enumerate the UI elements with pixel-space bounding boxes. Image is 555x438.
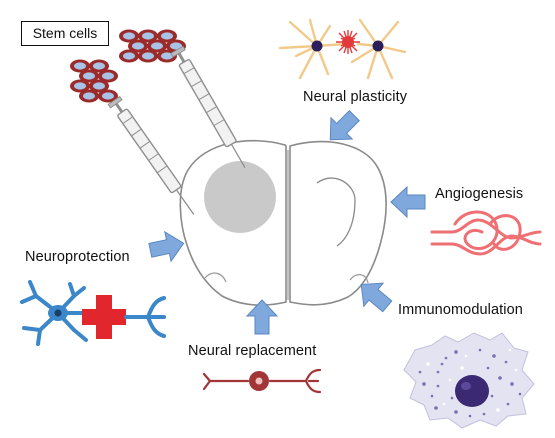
stem-cell-inner — [83, 92, 95, 100]
red-neuron — [202, 368, 322, 394]
neuroprotection-illustration — [20, 280, 166, 346]
macrophage-nucleus — [455, 375, 489, 407]
blue-neuron — [20, 280, 98, 346]
granule — [482, 412, 486, 416]
stem-cell-inner — [142, 52, 154, 60]
stem-cell-inner — [102, 92, 114, 100]
neural-plasticity-label: Neural plasticity — [303, 89, 408, 105]
stem-cells-label: Stem cells — [21, 21, 109, 46]
granule — [496, 408, 500, 412]
granule — [436, 384, 440, 388]
blue-neuron-nucleus — [54, 309, 62, 317]
stem-cell-inner — [74, 82, 86, 90]
stem-cell-inner — [170, 42, 182, 50]
syringe-right — [170, 45, 246, 168]
granule — [464, 354, 468, 358]
granule — [486, 366, 490, 370]
brain-section — [179, 139, 387, 306]
granule — [504, 360, 508, 364]
stem-cell-cluster-right — [119, 29, 186, 63]
arrow-neuroprotection — [148, 230, 185, 263]
granule — [426, 362, 430, 366]
arrow-neural-replacement — [245, 299, 279, 335]
stem-cell-inner — [161, 52, 173, 60]
neural-replacement-label: Neural replacement — [188, 343, 317, 359]
stem-cell-inner — [142, 32, 154, 40]
granule — [468, 414, 472, 418]
stem-cell-cluster-left — [70, 59, 118, 103]
blue-axon-terminal — [124, 296, 166, 338]
granule — [478, 348, 482, 352]
granule — [460, 366, 464, 370]
red-neuron-nucleus — [255, 377, 263, 385]
granule — [506, 402, 510, 406]
astrocyte-left-nucleus — [311, 40, 323, 52]
granule — [510, 382, 514, 386]
red-burst-center — [342, 36, 354, 48]
macrophage-nucleus-highlight — [461, 382, 471, 390]
granule — [490, 394, 494, 398]
astrocyte-right-nucleus — [372, 40, 384, 52]
granule — [498, 376, 502, 380]
stem-cell-inner — [123, 32, 135, 40]
granule — [450, 396, 454, 400]
astrocyte-illustration — [278, 18, 407, 80]
granule — [430, 394, 434, 398]
macrophage-cell — [403, 332, 535, 429]
granule — [492, 354, 496, 358]
granule — [434, 406, 438, 410]
stem-cell-inner — [123, 52, 135, 60]
granule — [418, 370, 422, 374]
stem-cell-inner — [161, 32, 173, 40]
granule — [454, 350, 458, 354]
ventricle-curve — [316, 177, 356, 247]
right-hippocampus — [349, 274, 369, 284]
blood-vessel-knot — [430, 210, 542, 256]
angiogenesis-label: Angiogenesis — [435, 186, 524, 202]
stem-cell-inner — [74, 62, 86, 70]
macrophage-granules — [418, 348, 522, 418]
granule — [508, 348, 512, 352]
syringe-left — [107, 95, 195, 215]
immunomodulation-label: Immunomodulation — [398, 302, 523, 318]
granule — [440, 362, 444, 366]
stem-cell-inner — [102, 72, 114, 80]
granule — [436, 370, 440, 374]
lesion-circle — [204, 161, 276, 233]
left-hippocampus — [204, 272, 227, 283]
stem-cell-inner — [93, 62, 105, 70]
neuroprotection-label: Neuroprotection — [25, 249, 130, 265]
arrow-neural-plasticity — [329, 110, 360, 141]
granule — [444, 356, 448, 360]
granule — [518, 392, 522, 396]
granule — [442, 402, 446, 406]
granule — [422, 382, 426, 386]
arrow-angiogenesis — [390, 185, 426, 219]
red-cross-icon — [82, 295, 126, 339]
arrow-immunomodulation — [360, 282, 393, 313]
stem-cell-inner — [93, 82, 105, 90]
brain-right-hemisphere — [289, 140, 387, 306]
granule — [514, 368, 518, 372]
stem-cell-inner — [83, 72, 95, 80]
stem-cell-inner — [132, 42, 144, 50]
granule — [454, 410, 458, 414]
stem-cell-inner — [151, 42, 163, 50]
granule — [448, 378, 452, 382]
